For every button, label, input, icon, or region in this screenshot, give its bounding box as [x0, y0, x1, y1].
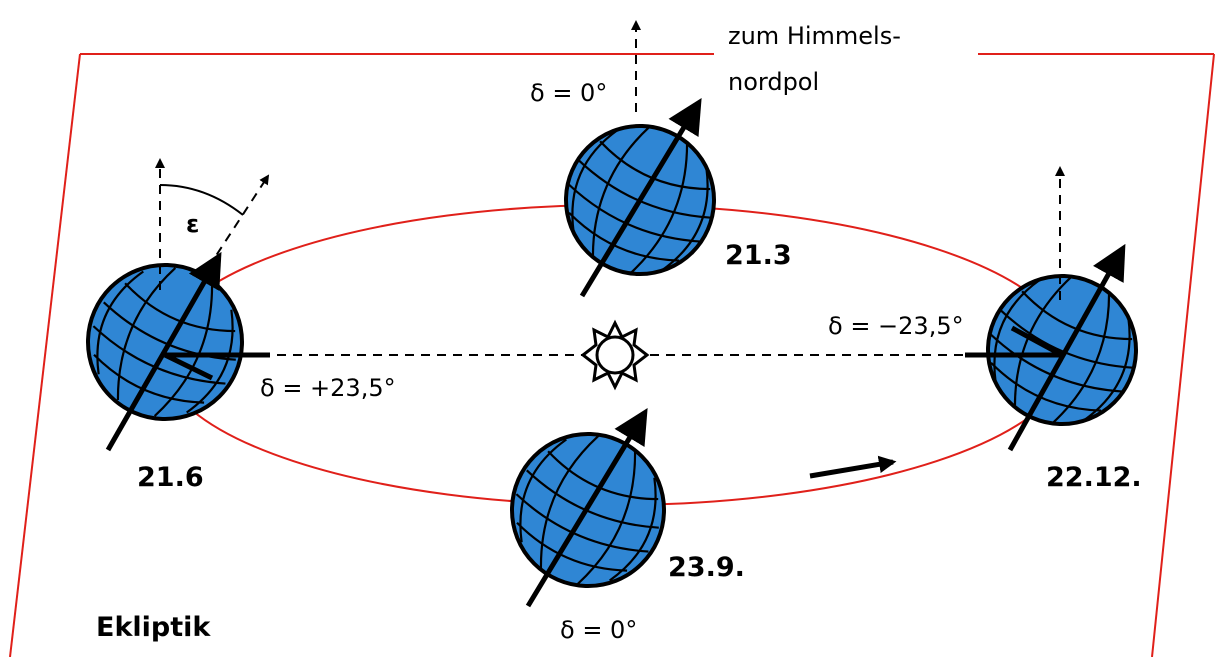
- ecliptic-plane: [9, 53, 1215, 657]
- earth-march: [544, 98, 736, 298]
- date-december: 22.12.: [1046, 462, 1142, 493]
- date-march: 21.3: [725, 240, 792, 271]
- orbit-direction-arrow-icon: [809, 455, 897, 479]
- delta-december-label: δ = −23,5°: [828, 312, 964, 340]
- epsilon-arc: [159, 184, 244, 216]
- earth-september: [492, 408, 684, 608]
- earth-december: [965, 166, 1158, 452]
- date-september: 23.9.: [668, 552, 745, 583]
- earth-june: [69, 158, 270, 452]
- epsilon-label: ε: [186, 210, 199, 238]
- sun-icon: [580, 319, 650, 391]
- delta-june-label: δ = +23,5°: [260, 374, 396, 402]
- delta-september-label: δ = 0°: [560, 616, 637, 644]
- pole-label-line1: zum Himmels-: [728, 22, 901, 50]
- ecliptic-label: Ekliptik: [96, 612, 211, 643]
- delta-march-label: δ = 0°: [530, 79, 607, 107]
- pole-label-line2: nordpol: [728, 68, 819, 96]
- date-june: 21.6: [137, 462, 204, 493]
